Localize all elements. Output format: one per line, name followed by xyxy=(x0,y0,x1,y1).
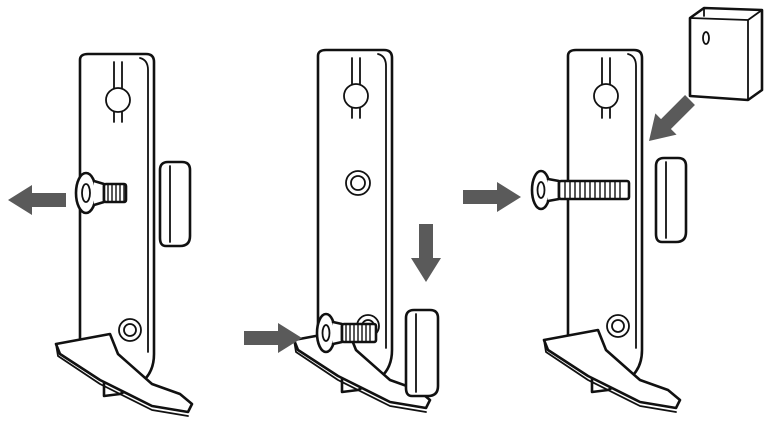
arrow-right-3 xyxy=(463,182,521,212)
step-3 xyxy=(463,6,764,414)
arrow-down xyxy=(411,224,441,282)
screw-1 xyxy=(74,171,128,215)
screw-2 xyxy=(315,312,378,354)
arrow-right-2 xyxy=(244,323,302,353)
arrow-down-left xyxy=(638,89,701,152)
back-tab-1 xyxy=(158,160,192,248)
arrow-left xyxy=(8,185,66,215)
step-1 xyxy=(8,52,194,418)
back-tab-2 xyxy=(404,308,440,398)
clip-block xyxy=(688,6,764,102)
step-2 xyxy=(244,48,441,414)
back-tab-3 xyxy=(654,156,688,244)
screw-3 xyxy=(530,169,631,211)
